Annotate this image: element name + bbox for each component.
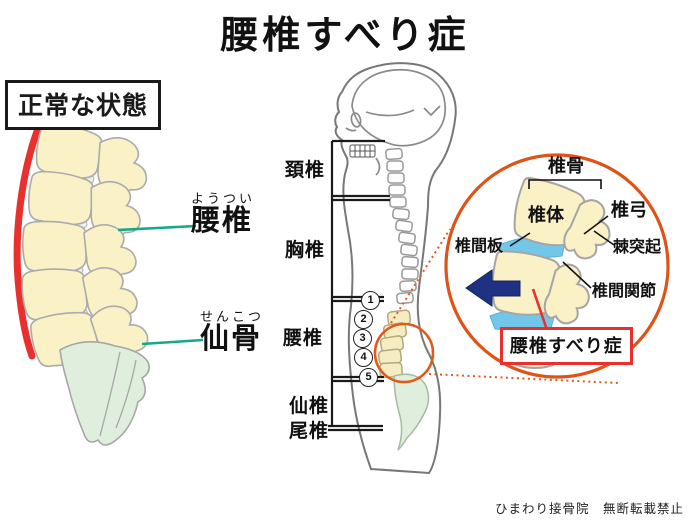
body-silhouette bbox=[328, 62, 457, 475]
sacrum-left bbox=[59, 341, 150, 446]
normal-state-label: 正常な状態 bbox=[18, 92, 149, 120]
spine-chain bbox=[377, 147, 430, 451]
inset-label-vertebral-body: 椎体 bbox=[528, 205, 564, 225]
lumbar-number-3: 3 bbox=[353, 329, 372, 348]
lumbar-number-5: 5 bbox=[359, 368, 378, 387]
lumbar-number-1: 1 bbox=[361, 291, 380, 310]
section-label-lumbar: 腰椎 bbox=[283, 328, 324, 349]
normal-spine-illustration bbox=[13, 119, 204, 446]
lumbar-pointer-line bbox=[117, 224, 197, 232]
section-label-coccygeal: 尾椎 bbox=[289, 421, 330, 442]
sacrum-pointer-line bbox=[141, 338, 204, 346]
sacrum-middle bbox=[393, 373, 430, 451]
section-label-thoracic: 胸椎 bbox=[285, 240, 326, 261]
skull-drawing bbox=[345, 68, 447, 176]
inset-label-spinous-process: 棘突起 bbox=[613, 239, 662, 256]
diagnosis-pointer-line bbox=[531, 288, 549, 331]
diagnosis-box: 腰椎すべり症 bbox=[500, 327, 633, 365]
sacrum-callout: せんこつ 仙骨 bbox=[200, 310, 264, 354]
magnifier-connector-lines bbox=[390, 228, 619, 384]
inset-label-lines bbox=[509, 215, 615, 289]
page-title: 腰椎すべり症 bbox=[220, 15, 470, 57]
lumbar-label: 腰椎 bbox=[191, 205, 254, 237]
red-alignment-curve bbox=[13, 122, 43, 360]
lumbar-number-4: 4 bbox=[354, 348, 373, 367]
inset-label-disc: 椎間板 bbox=[455, 238, 504, 255]
lumbar-number-2: 2 bbox=[354, 310, 373, 329]
lumbar-vertebrae-left bbox=[19, 119, 155, 380]
inset-label-vertebra: 椎骨 bbox=[548, 156, 584, 176]
lumbar-furigana: ようつい bbox=[191, 191, 256, 206]
slip-direction-arrow bbox=[465, 269, 521, 307]
sacrum-furigana: せんこつ bbox=[200, 309, 265, 324]
teeth bbox=[349, 144, 376, 158]
sacrum-label: 仙骨 bbox=[200, 323, 263, 355]
normal-state-box: 正常な状態 bbox=[5, 80, 162, 130]
credit-text: ひまわり接骨院 無断転載禁止 bbox=[494, 502, 684, 516]
lumbar-highlight-circle bbox=[373, 322, 435, 384]
inset-label-facet-joint: 椎間関節 bbox=[592, 283, 657, 300]
lumbar-callout: ようつい 腰椎 bbox=[191, 192, 255, 236]
vertebra-bracket bbox=[528, 179, 602, 189]
spine-section-bracket bbox=[328, 139, 390, 432]
diagnosis-label: 腰椎すべり症 bbox=[510, 336, 623, 356]
section-label-sacral: 仙椎 bbox=[289, 396, 330, 417]
inset-label-vertebral-arch: 椎弓 bbox=[611, 200, 647, 220]
section-label-cervical: 頚椎 bbox=[285, 160, 326, 181]
